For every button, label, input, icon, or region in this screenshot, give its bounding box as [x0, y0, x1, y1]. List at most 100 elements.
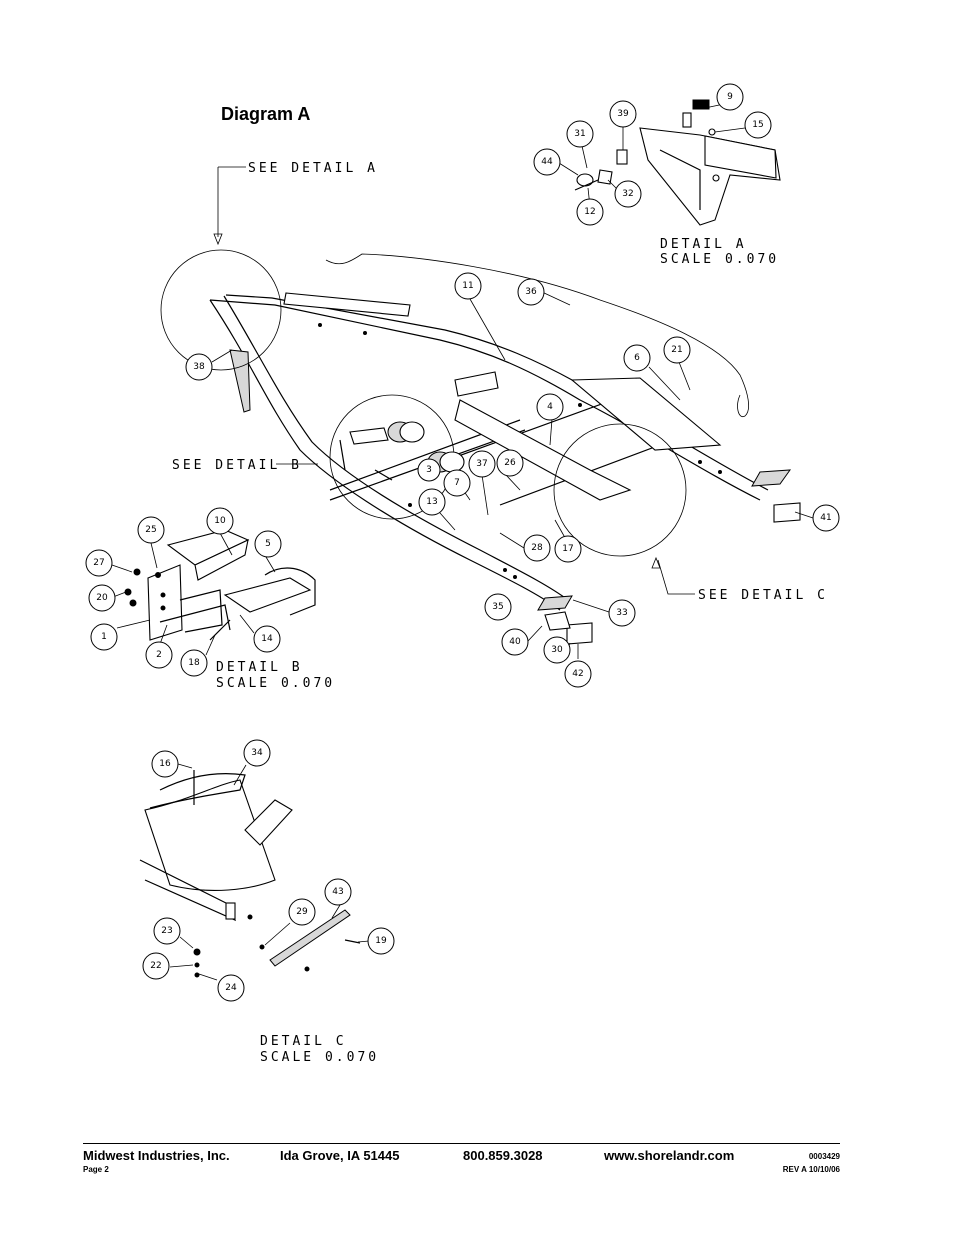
- callout-19: 19: [367, 927, 395, 955]
- footer-company: Midwest Industries, Inc.: [83, 1148, 230, 1163]
- detail-b-drawing: [124, 529, 316, 641]
- callout-7: 7: [443, 469, 471, 497]
- callout-16: 16: [151, 750, 179, 778]
- svg-text:25: 25: [145, 525, 156, 535]
- detail-c-drawing: [139, 770, 361, 978]
- callout-24: 24: [217, 974, 245, 1002]
- svg-text:13: 13: [426, 497, 437, 507]
- callout-3: 3: [417, 458, 441, 482]
- callout-13: 13: [418, 488, 446, 516]
- callout-34: 34: [243, 739, 271, 767]
- svg-text:9: 9: [727, 92, 733, 102]
- footer-website: www.shorelandr.com: [604, 1148, 735, 1163]
- callout-4: 4: [536, 393, 564, 421]
- svg-text:4: 4: [547, 402, 553, 412]
- detail-a-label: DETAIL A: [660, 237, 747, 252]
- detail-c-circle: [553, 423, 687, 557]
- svg-text:41: 41: [820, 513, 831, 523]
- callout-31: 31: [566, 120, 594, 148]
- callout-27: 27: [85, 549, 113, 577]
- callout-1: 1: [90, 623, 118, 651]
- svg-text:19: 19: [375, 936, 387, 946]
- callout-5: 5: [254, 530, 282, 558]
- callout-42: 42: [564, 660, 592, 688]
- svg-text:37: 37: [476, 459, 487, 469]
- svg-text:26: 26: [504, 458, 516, 468]
- svg-text:35: 35: [492, 602, 503, 612]
- svg-text:27: 27: [93, 558, 104, 568]
- callout-40: 40: [501, 628, 529, 656]
- see-detail-a-note: SEE DETAIL A: [248, 161, 378, 176]
- svg-text:22: 22: [150, 961, 161, 971]
- svg-text:23: 23: [161, 926, 172, 936]
- callout-12: 12: [576, 198, 604, 226]
- svg-text:36: 36: [525, 287, 537, 297]
- callout-37: 37: [468, 450, 496, 478]
- callout-23: 23: [153, 917, 181, 945]
- detail-c-label: DETAIL C: [260, 1034, 347, 1049]
- callout-2: 2: [145, 641, 173, 669]
- callout-28: 28: [523, 534, 551, 562]
- svg-text:11: 11: [462, 281, 473, 291]
- callout-11: 11: [454, 272, 482, 300]
- callout-15: 15: [744, 111, 772, 139]
- callout-44: 44: [533, 148, 561, 176]
- callout-38: 38: [185, 353, 213, 381]
- svg-text:5: 5: [265, 539, 271, 549]
- footer-page-number: Page 2: [83, 1165, 109, 1174]
- detail-a-scale: SCALE 0.070: [660, 252, 779, 267]
- footer-doc-number: 0003429: [808, 1152, 840, 1161]
- svg-text:2: 2: [156, 650, 162, 660]
- callout-30: 30: [543, 636, 571, 664]
- see-detail-c-note: SEE DETAIL C: [698, 588, 828, 603]
- svg-text:14: 14: [261, 634, 273, 644]
- svg-text:12: 12: [584, 207, 595, 217]
- svg-text:34: 34: [251, 748, 263, 758]
- callouts: 9 15 39 31 44 32 12 11 36 38 6 21 4 37 7…: [85, 83, 840, 1002]
- callout-17: 17: [554, 535, 582, 563]
- callout-18: 18: [180, 649, 208, 677]
- callout-33: 33: [608, 599, 636, 627]
- see-detail-b-note: SEE DETAIL B: [172, 458, 302, 473]
- callout-35: 35: [484, 593, 512, 621]
- footer-city: Ida Grove, IA 51445: [280, 1148, 400, 1163]
- svg-text:31: 31: [574, 129, 585, 139]
- callout-21: 21: [663, 336, 691, 364]
- svg-text:28: 28: [531, 543, 543, 553]
- svg-text:18: 18: [188, 658, 200, 668]
- page-footer: Midwest Industries, Inc. Ida Grove, IA 5…: [83, 1143, 840, 1174]
- callout-22: 22: [142, 952, 170, 980]
- svg-text:20: 20: [96, 593, 108, 603]
- callout-43: 43: [324, 878, 352, 906]
- svg-text:42: 42: [572, 669, 583, 679]
- callout-9: 9: [716, 83, 744, 111]
- callout-20: 20: [88, 584, 116, 612]
- svg-text:7: 7: [454, 478, 460, 488]
- svg-text:32: 32: [622, 189, 633, 199]
- callout-14: 14: [253, 625, 281, 653]
- svg-text:38: 38: [193, 362, 205, 372]
- callout-29: 29: [288, 898, 316, 926]
- svg-text:17: 17: [562, 544, 573, 554]
- svg-text:21: 21: [671, 345, 682, 355]
- callout-25: 25: [137, 516, 165, 544]
- svg-text:43: 43: [332, 887, 343, 897]
- footer-revision: REV A 10/10/06: [782, 1165, 840, 1174]
- svg-text:1: 1: [101, 632, 107, 642]
- roller-assembly: [339, 421, 465, 481]
- callout-39: 39: [609, 100, 637, 128]
- detail-b-label: DETAIL B: [216, 660, 303, 675]
- svg-text:6: 6: [634, 353, 640, 363]
- svg-text:29: 29: [296, 907, 308, 917]
- footer-phone: 800.859.3028: [463, 1148, 543, 1163]
- callout-41: 41: [812, 504, 840, 532]
- diagram-title: Diagram A: [221, 104, 311, 124]
- svg-text:33: 33: [616, 608, 627, 618]
- callout-10: 10: [206, 507, 234, 535]
- svg-text:15: 15: [752, 120, 763, 130]
- svg-text:39: 39: [617, 109, 629, 119]
- callout-6: 6: [623, 344, 651, 372]
- leader-lines: [111, 103, 814, 981]
- svg-text:24: 24: [225, 983, 237, 993]
